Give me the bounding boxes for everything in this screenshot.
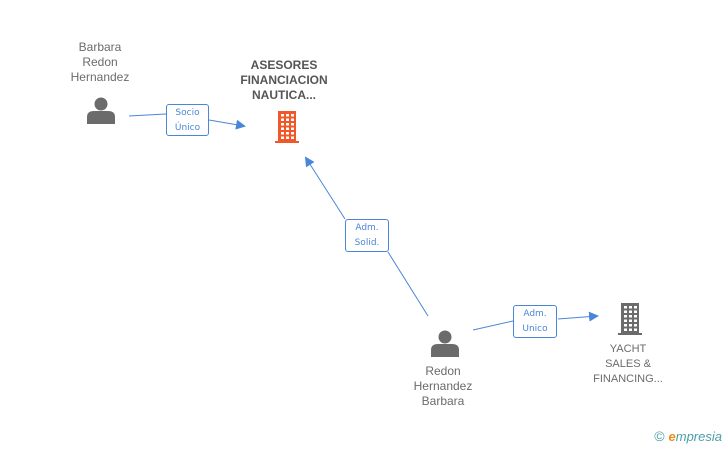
edge-label-line: Solid. xyxy=(354,238,380,248)
company-2-label-line: FINANCING... xyxy=(593,373,663,385)
edge-label-line: Adm. xyxy=(355,223,379,233)
person-2-label-line: Hernandez xyxy=(413,379,473,393)
brand-name: mpresia xyxy=(675,429,722,444)
person-icon[interactable] xyxy=(431,330,459,358)
edge-label-socio-unico[interactable]: Socio Único xyxy=(166,104,209,136)
edge-label-line: Adm. xyxy=(523,309,547,319)
company-main-label-line: NAUTICA... xyxy=(252,88,316,102)
company-2-label-line: SALES & xyxy=(605,358,651,370)
person-1-label-line: Hernandez xyxy=(70,70,130,84)
building-icon[interactable] xyxy=(618,303,642,335)
person-2-label-line: Barbara xyxy=(421,394,465,408)
company-main-label-line: ASESORES xyxy=(250,58,318,72)
company-2-label-line: YACHT xyxy=(609,343,647,355)
edge-label-line: Único xyxy=(174,123,201,133)
edge-label-adm-unico[interactable]: Adm. Unico xyxy=(513,305,557,338)
company-2-label[interactable]: YACHT SALES & FINANCING... xyxy=(580,342,676,387)
company-main-label[interactable]: ASESORES FINANCIACION NAUTICA... xyxy=(229,58,339,103)
edge-label-adm-solid[interactable]: Adm. Solid. xyxy=(345,219,389,252)
edge-label-line: Socio xyxy=(175,108,200,118)
person-1-label-line: Barbara xyxy=(78,40,122,54)
brand-initial: e xyxy=(668,429,676,444)
empresia-logo: ©empresia xyxy=(654,428,722,444)
person-2-label-line: Redon xyxy=(425,364,461,378)
person-1-label-line: Redon xyxy=(82,55,118,69)
edge-arrow-person_2-to-company_main xyxy=(306,158,429,317)
edge-label-line: Unico xyxy=(522,324,548,334)
edge-arrow-person_2-to-company_2 xyxy=(472,316,597,331)
company-main-label-line: FINANCIACION xyxy=(240,73,328,87)
edge-arrow-person_1-to-company_main xyxy=(128,113,244,126)
person-2-label[interactable]: Redon Hernandez Barbara xyxy=(398,364,488,409)
person-icon[interactable] xyxy=(87,97,115,125)
copyright-icon: © xyxy=(654,428,665,444)
building-icon[interactable] xyxy=(275,111,299,143)
person-1-label[interactable]: Barbara Redon Hernandez xyxy=(55,40,145,85)
